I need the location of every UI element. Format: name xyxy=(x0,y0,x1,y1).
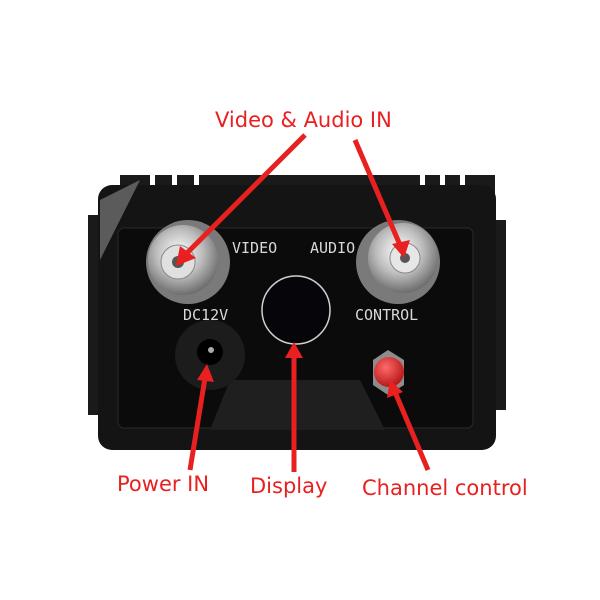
channel-button xyxy=(373,350,404,395)
audio-control-connector xyxy=(356,220,440,304)
display-window xyxy=(261,275,331,345)
panel-label-control: CONTROL xyxy=(355,306,418,324)
callout-display: Display xyxy=(250,474,328,498)
callout-video-audio-in: Video & Audio IN xyxy=(215,108,392,132)
callout-power-in: Power IN xyxy=(117,472,210,496)
callout-channel-control: Channel control xyxy=(362,476,528,500)
power-jack xyxy=(175,320,245,390)
panel-label-video: VIDEO xyxy=(232,239,277,257)
panel-label-audio: AUDIO xyxy=(310,239,355,257)
video-connector xyxy=(146,220,230,304)
panel-label-dc12v: DC12V xyxy=(183,306,228,324)
annotation-arrows xyxy=(176,133,431,472)
